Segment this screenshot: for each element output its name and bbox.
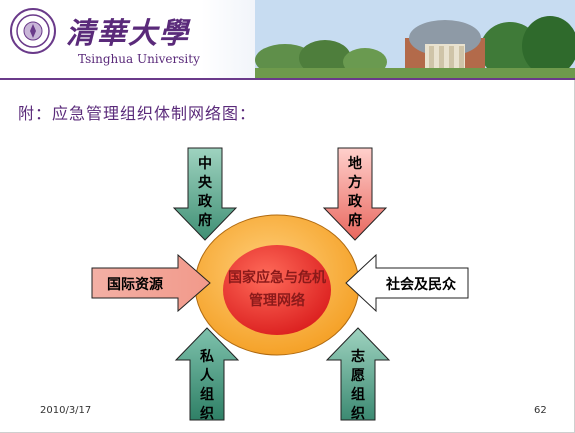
society-public-arrow [345, 253, 469, 313]
volunteer-org-char-4: 织 [351, 405, 365, 422]
local-gov-char-3: 政 [348, 193, 363, 210]
private-org-char-2: 人 [200, 367, 215, 384]
volunteer-org-char-3: 组 [351, 386, 365, 403]
university-logo-english: Tsinghua University [78, 52, 200, 66]
center-label-line-2: 管理网络 [249, 292, 305, 309]
central-gov-char-4: 府 [198, 212, 212, 229]
central-gov-char-2: 央 [198, 174, 213, 191]
central-gov-char-3: 政 [198, 193, 213, 210]
volunteer-organizations-arrow [325, 327, 391, 421]
header-banner: 清華大學 Tsinghua University [0, 0, 575, 78]
university-emblem [10, 8, 56, 54]
central-gov-char-1: 中 [198, 155, 212, 172]
volunteer-org-char-2: 愿 [351, 368, 365, 384]
local-government-arrow [322, 147, 388, 241]
local-gov-char-2: 方 [348, 174, 362, 191]
private-organizations-arrow [174, 327, 240, 421]
footer-date: 2010/3/17 [40, 405, 92, 416]
slide-subtitle: 附：应急管理组织体制网络图： [18, 104, 257, 123]
international-resources-arrow [91, 253, 211, 313]
center-label-line-1: 国家应急与危机 [228, 269, 326, 286]
university-logo-chinese: 清華大學 [66, 16, 191, 50]
central-government-arrow [172, 147, 238, 241]
local-gov-char-1: 地 [348, 155, 362, 172]
volunteer-org-char-1: 志 [351, 348, 365, 365]
private-org-char-4: 织 [200, 405, 214, 422]
private-org-char-1: 私 [200, 348, 214, 365]
local-gov-char-4: 府 [348, 212, 362, 229]
campus-photo [255, 0, 575, 78]
header-divider [0, 78, 575, 80]
international-resources-label: 国际资源 [107, 276, 163, 293]
private-org-char-3: 组 [200, 386, 214, 403]
page-number: 62 [534, 405, 547, 416]
inner-core [223, 245, 331, 335]
society-public-label: 社会及民众 [385, 276, 456, 293]
